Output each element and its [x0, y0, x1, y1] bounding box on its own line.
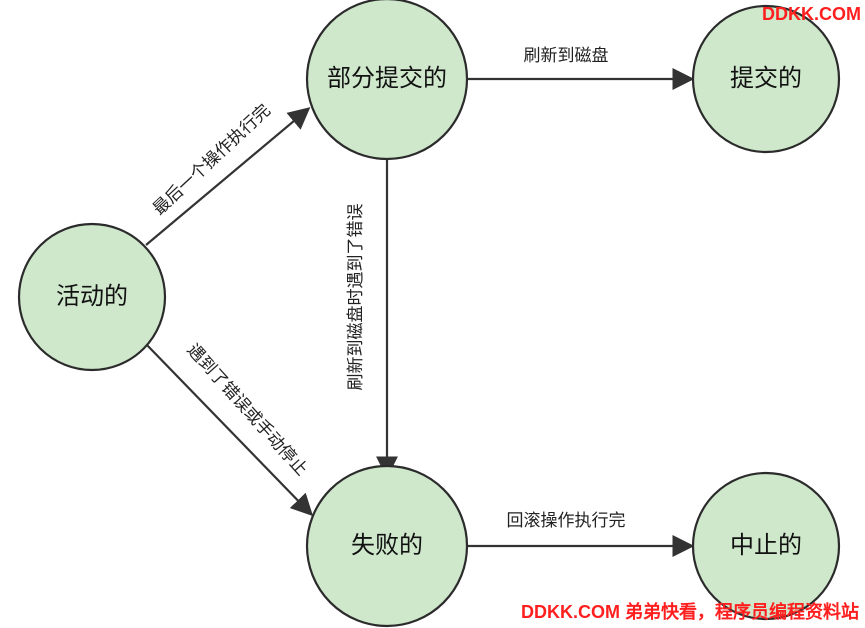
edge-label-partial-to-failed: 刷新到磁盘时遇到了错误	[346, 204, 366, 391]
node-active: 活动的	[17, 222, 167, 372]
node-committed: 提交的	[691, 4, 841, 154]
edge-label-partial-to-committed: 刷新到磁盘	[524, 46, 609, 66]
node-label-active: 活动的	[56, 282, 128, 310]
node-label-committed: 提交的	[730, 64, 802, 92]
edge-label-active-to-failed: 遇到了错误或手动停止	[183, 340, 312, 480]
node-failed: 失败的	[305, 464, 469, 628]
edge-active-to-partial	[145, 107, 311, 246]
edge-label-active-to-partial: 最后一个操作执行完	[149, 101, 275, 220]
watermark-top: DDKK.COM	[762, 4, 861, 24]
watermark-bottom: DDKK.COM 弟弟快看，程序员编程资料站	[521, 602, 859, 622]
node-partially-committed: 部分提交的	[305, 0, 469, 161]
node-label-aborted: 中止的	[730, 531, 802, 559]
edge-label-failed-to-aborted: 回滚操作执行完	[507, 511, 626, 531]
node-aborted: 中止的	[691, 471, 841, 621]
node-label-failed: 失败的	[351, 531, 423, 559]
edge-active-to-failed	[144, 342, 314, 517]
node-label-partially-committed: 部分提交的	[327, 64, 447, 92]
